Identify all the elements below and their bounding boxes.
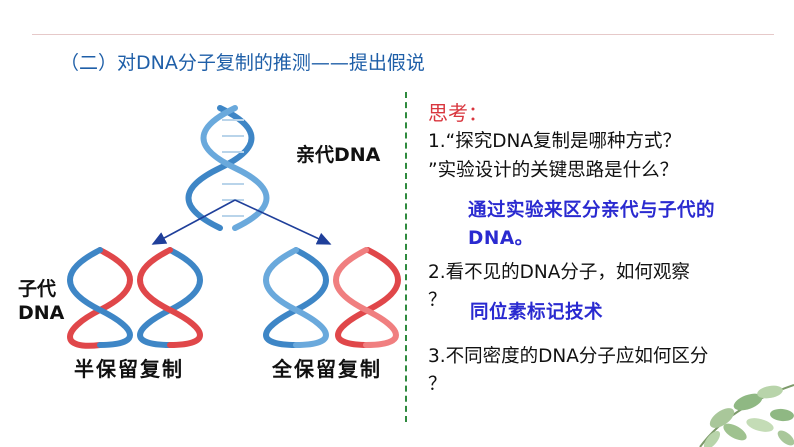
semi-conservative-label: 半保留复制: [74, 357, 184, 381]
question-1-line2: ”实验设计的关键思路是什么？: [428, 160, 679, 181]
question-1-line1: 1.“探究DNA复制是哪种方式？: [428, 131, 681, 152]
answer-1-line2: DNA。: [468, 228, 534, 249]
question-2-line1: 2.看不见的DNA分子，如何观察: [428, 262, 690, 283]
leaf-decoration-icon: [699, 384, 794, 447]
think-heading: 思考：: [428, 101, 488, 125]
parent-dna-label: 亲代DNA: [296, 144, 381, 166]
answer-2: 同位素标记技术: [470, 302, 604, 323]
vertical-dashed-divider: [405, 92, 407, 422]
question-2-line2: ？: [428, 290, 447, 311]
replication-arrow-icon: [151, 199, 332, 245]
child-dna-label-line1: 子代: [18, 278, 57, 300]
conservative-dna-pair-icon: [263, 247, 401, 348]
answer-1-line1: 通过实验来区分亲代与子代的: [468, 200, 716, 221]
top-divider-line: [32, 34, 774, 35]
conservative-label: 全保留复制: [272, 357, 382, 381]
child-dna-label-line2: DNA: [18, 302, 65, 324]
parent-dna-helix-icon: [185, 105, 270, 231]
semi-conservative-dna-pair-icon: [67, 247, 203, 349]
slide-title: （二）对DNA分子复制的推测——提出假说: [60, 52, 425, 74]
question-3-line2: ？: [428, 374, 447, 395]
question-3-line1: 3.不同密度的DNA分子应如何区分: [428, 346, 709, 367]
